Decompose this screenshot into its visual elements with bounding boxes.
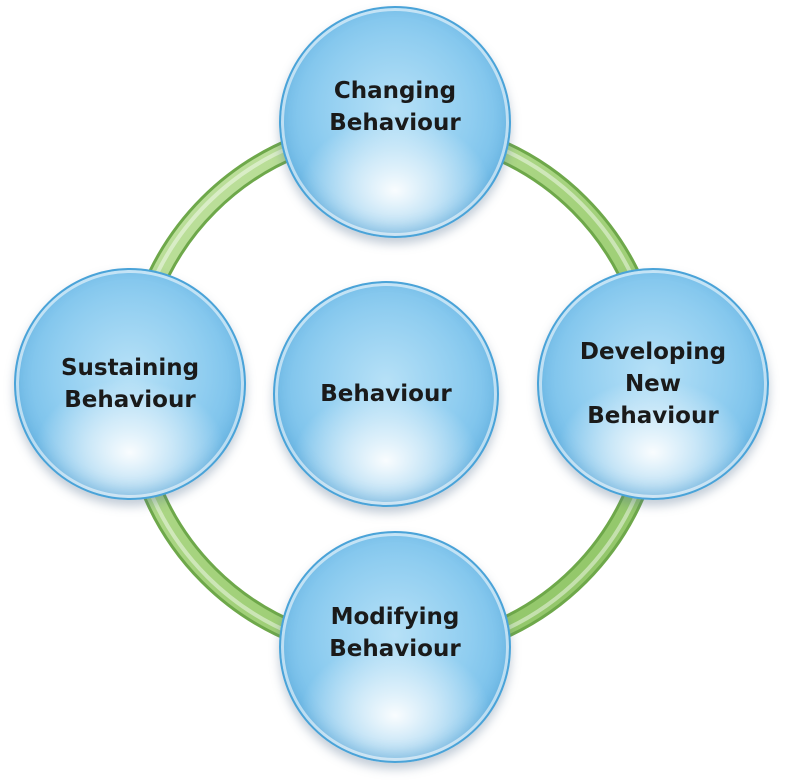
node-label-sustaining-behaviour: Sustaining Behaviour <box>60 355 200 413</box>
node-label-behaviour: Behaviour <box>320 381 452 407</box>
node-label-modifying-behaviour: Modifying Behaviour <box>329 604 461 662</box>
node-behaviour-center: Behaviour <box>273 281 499 507</box>
node-label-developing-new-behaviour: Developing New Behaviour <box>579 339 727 429</box>
node-modifying-behaviour: Modifying Behaviour <box>279 531 511 763</box>
node-sustaining-behaviour: Sustaining Behaviour <box>14 268 246 500</box>
node-changing-behaviour: Changing Behaviour <box>279 6 511 238</box>
node-label-changing-behaviour: Changing Behaviour <box>329 78 461 136</box>
node-developing-new-behaviour: Developing New Behaviour <box>537 268 769 500</box>
